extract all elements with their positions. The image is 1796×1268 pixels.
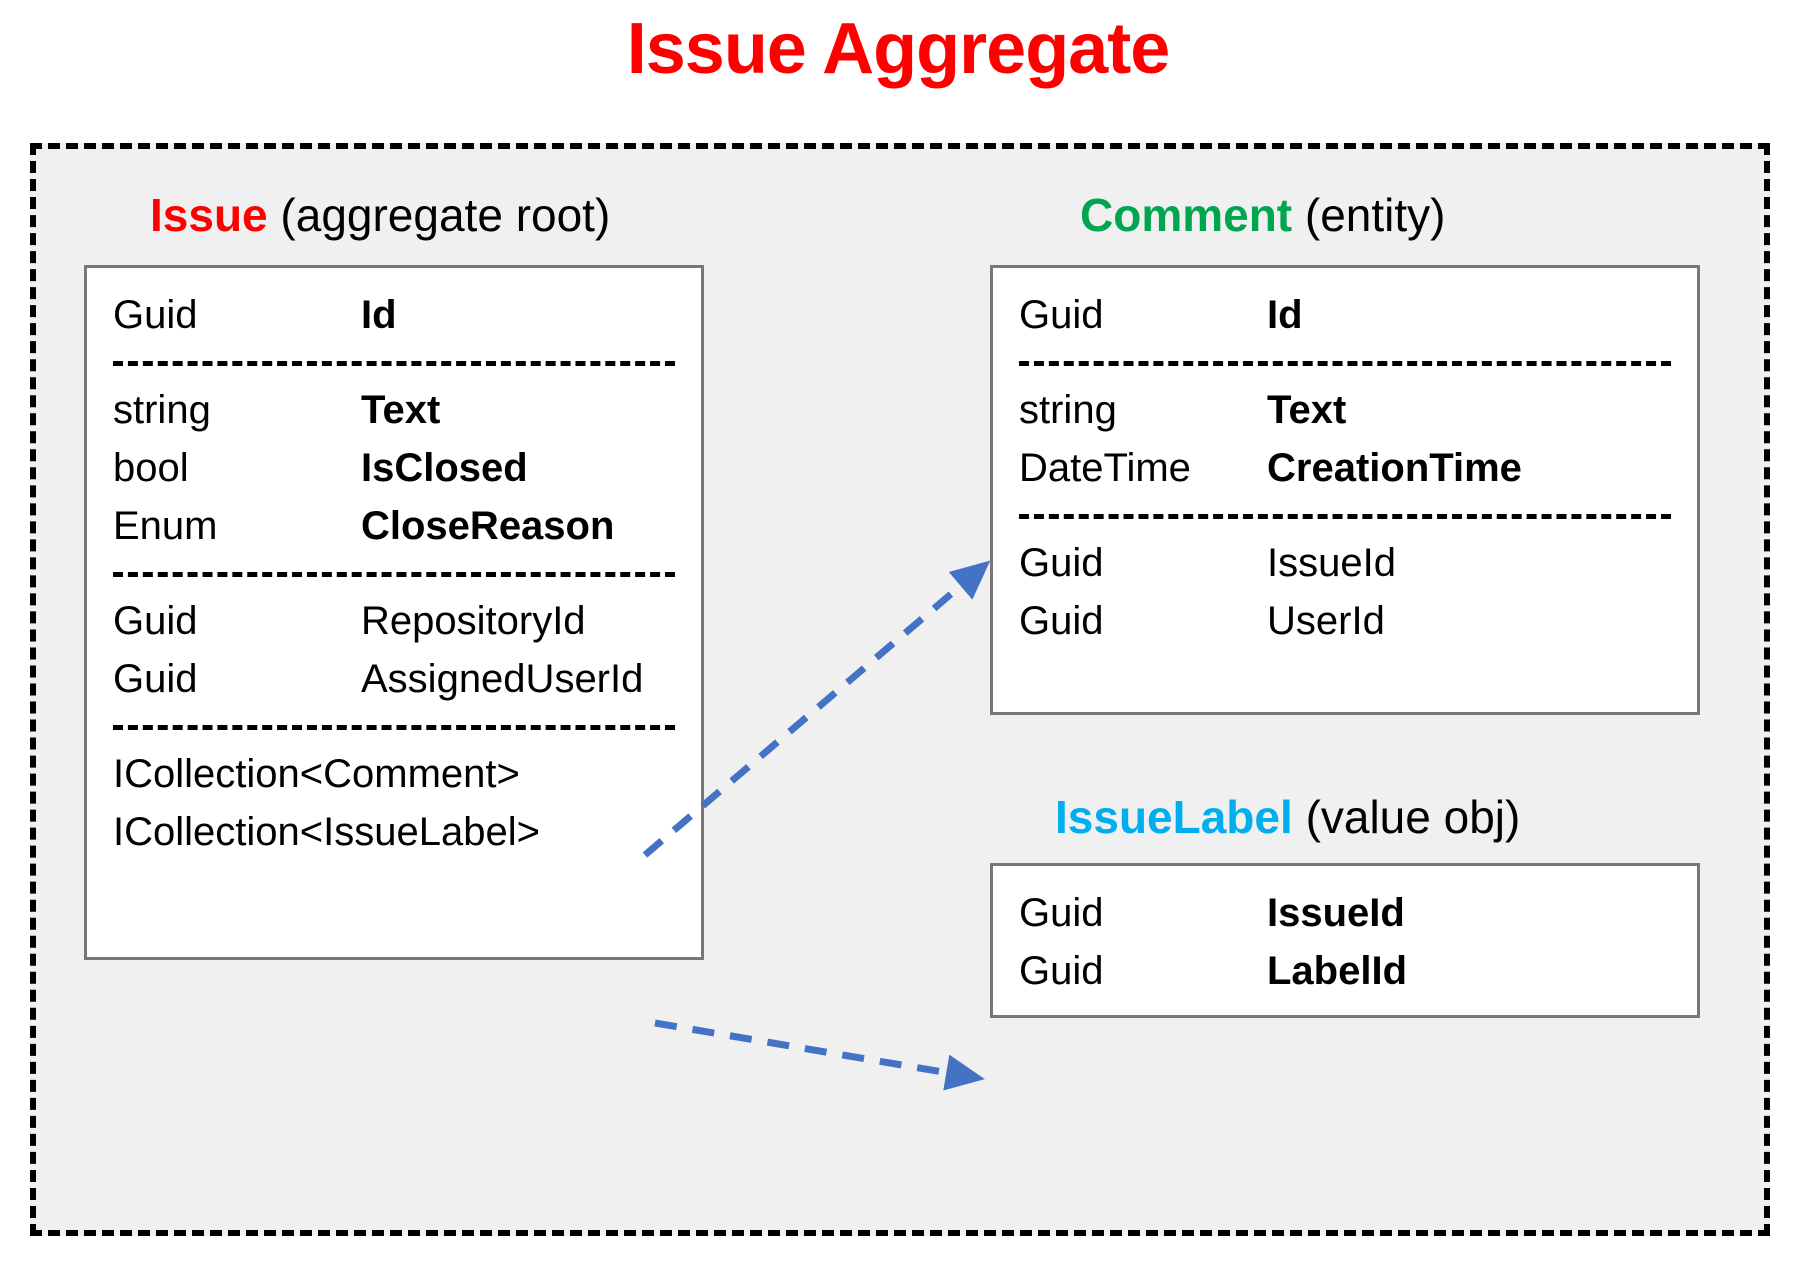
- property-type: Guid: [113, 657, 198, 701]
- property-type: Guid: [113, 599, 198, 643]
- property-row: Enum CloseReason: [87, 497, 701, 555]
- property-row: Guid LabelId: [993, 942, 1697, 1000]
- property-row: Guid UserId: [993, 592, 1697, 650]
- entity-stereotype-issuelabel: (value obj): [1305, 791, 1521, 843]
- property-row: Guid AssignedUserId: [87, 650, 701, 708]
- property-name: AssignedUserId: [361, 657, 644, 701]
- property-row: Guid IssueId: [993, 884, 1697, 942]
- property-row: string Text: [87, 381, 701, 439]
- entity-heading-issue: Issue (aggregate root): [150, 192, 610, 238]
- property-name: LabelId: [1267, 949, 1408, 993]
- property-row: bool IsClosed: [87, 439, 701, 497]
- entity-stereotype-comment: (entity): [1304, 189, 1446, 241]
- property-type: string: [113, 388, 211, 432]
- property-name: IssueId: [1267, 541, 1396, 585]
- entity-name-issuelabel: IssueLabel: [1055, 791, 1293, 843]
- property-row: Guid IssueId: [993, 534, 1697, 592]
- property-name: UserId: [1267, 599, 1385, 643]
- property-row: ICollection<Comment>: [87, 745, 701, 803]
- property-type: Guid: [1019, 293, 1104, 337]
- page-title: Issue Aggregate: [626, 9, 1171, 89]
- group-separator: [113, 725, 675, 730]
- property-name: IsClosed: [361, 446, 528, 490]
- group-separator: [1019, 361, 1671, 366]
- property-row: string Text: [993, 381, 1697, 439]
- group-separator: [1019, 514, 1671, 519]
- property-type: Guid: [1019, 891, 1104, 935]
- property-name: CloseReason: [361, 504, 615, 548]
- property-row: Guid Id: [87, 286, 701, 344]
- property-group: ICollection<Comment> ICollection<IssueLab…: [87, 745, 701, 861]
- property-name: Text: [1267, 388, 1347, 432]
- property-group: Guid Id: [87, 286, 701, 344]
- property-type: Guid: [113, 293, 198, 337]
- property-row: Guid RepositoryId: [87, 592, 701, 650]
- property-type: Guid: [1019, 541, 1104, 585]
- property-name: Text: [361, 388, 441, 432]
- property-type: string: [1019, 388, 1117, 432]
- property-type: ICollection<Comment>: [113, 752, 520, 796]
- property-group: Guid Id: [993, 286, 1697, 344]
- property-type: Guid: [1019, 599, 1104, 643]
- group-separator: [113, 361, 675, 366]
- property-name: Id: [361, 293, 397, 337]
- property-name: CreationTime: [1267, 446, 1522, 490]
- entity-heading-comment: Comment (entity): [1080, 192, 1446, 238]
- entity-name-issue: Issue: [150, 189, 268, 241]
- group-separator: [113, 572, 675, 577]
- entity-heading-issuelabel: IssueLabel (value obj): [1055, 794, 1520, 840]
- property-name: IssueId: [1267, 891, 1405, 935]
- property-type: Guid: [1019, 949, 1104, 993]
- entity-name-comment: Comment: [1080, 189, 1293, 241]
- property-name: RepositoryId: [361, 599, 586, 643]
- property-row: DateTime CreationTime: [993, 439, 1697, 497]
- property-row: ICollection<IssueLabel>: [87, 803, 701, 861]
- property-type: DateTime: [1019, 446, 1191, 490]
- property-row: Guid Id: [993, 286, 1697, 344]
- property-name: Id: [1267, 293, 1303, 337]
- property-type: ICollection<IssueLabel>: [113, 810, 540, 854]
- property-type: Enum: [113, 504, 218, 548]
- property-type: bool: [113, 446, 189, 490]
- entity-stereotype-issue: (aggregate root): [280, 189, 611, 241]
